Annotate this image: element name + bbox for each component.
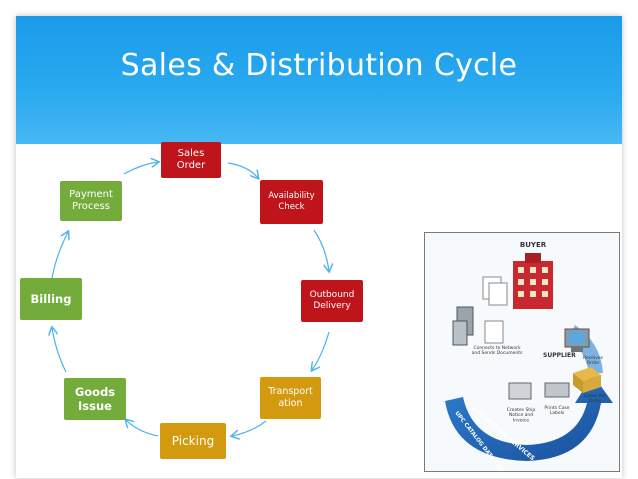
arrow-outbound-to-transport [312,331,330,370]
buyer-building-icon [513,253,553,309]
server-icon [452,306,474,346]
header-banner: Sales & Distribution Cycle [16,16,622,144]
node-outbound-delivery: Outbound Delivery [301,280,363,322]
node-transportation: Transport ation [260,377,321,419]
buyer-label: BUYER [520,241,547,249]
node-picking: Picking [160,423,226,459]
page-title: Sales & Distribution Cycle [120,48,518,83]
cycle-arrows [16,16,622,478]
shipping-box-icon [573,367,601,393]
slide: Sales & Distribution Cycle Sales Order A… [16,16,622,478]
supply-chain-graphic: BUYER [445,241,613,478]
documents-icon [482,276,508,344]
printer-icon [508,382,570,400]
arrow-transport-to-picking [232,420,267,436]
arrow-payment-to-order [123,162,158,175]
arrow-picking-to-goods-issue [126,420,159,437]
arrow-order-to-availability [227,162,258,178]
arrow-billing-to-payment [51,232,68,279]
supply-chain-illustration: BUYER [424,232,620,478]
node-goods-issue: Goods Issue [64,378,126,420]
arrow-goods-issue-to-billing [52,328,67,373]
node-billing: Billing [20,278,82,320]
node-sales-order: Sales Order [161,142,221,178]
node-payment-process: Payment Process [60,181,122,221]
node-availability-check: Availability Check [260,180,323,224]
supplier-label: SUPPLIER [543,352,576,359]
computer-icon [564,328,590,352]
arrow-availability-to-outbound [313,229,329,271]
cycle-arc-shape [445,375,613,461]
